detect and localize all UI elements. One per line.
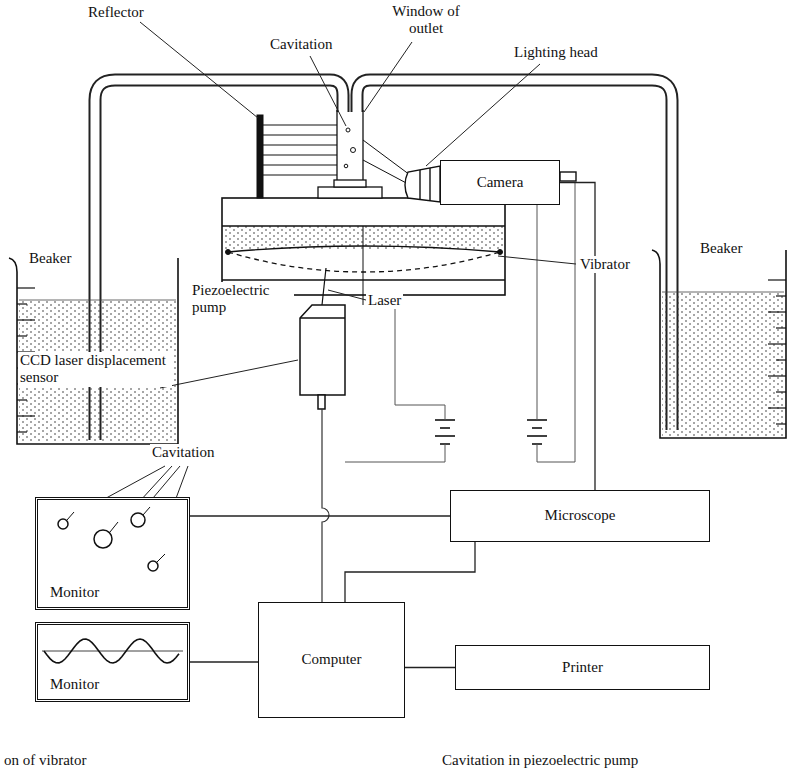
part-label: Vibrator: [578, 256, 632, 273]
signal-cable: [190, 515, 450, 516]
laser-sensor: [300, 268, 345, 409]
power-wire: [345, 181, 575, 462]
beaker: Beaker: [5, 240, 190, 450]
node-label: Monitor: [48, 584, 101, 601]
node-label: Microscope: [545, 507, 616, 524]
part-label: Window of outlet: [384, 3, 468, 38]
node-label: Beaker: [27, 250, 73, 267]
beaker-outline: [648, 232, 798, 444]
part-label: Lighting head: [512, 44, 600, 61]
tube: [95, 80, 672, 440]
signal-cable: [405, 667, 455, 668]
monitor-screen: Monitor: [35, 622, 190, 702]
piezoelectric-pump: [222, 110, 505, 305]
node-label: Computer: [302, 651, 362, 668]
camera-body: Camera: [440, 160, 560, 205]
part-label: Cavitation: [150, 444, 217, 461]
microscope-box: Microscope: [450, 490, 710, 542]
caption-text: on of vibrator: [2, 752, 88, 769]
part-label: Cavitation: [268, 36, 335, 53]
node-label: Camera: [477, 174, 524, 191]
printer-box: Printer: [455, 645, 710, 690]
beaker: Beaker: [648, 232, 798, 444]
monitor-screen: Monitor: [35, 497, 190, 610]
node-label: Monitor: [48, 676, 101, 693]
beaker-outline: [5, 240, 190, 450]
part-label: Laser: [366, 292, 403, 309]
signal-cable: [190, 661, 258, 662]
signal-cable: [345, 542, 475, 602]
part-label: Piezoelectric pump: [190, 282, 294, 317]
leader-line: [64, 22, 576, 563]
computer-box: Computer: [258, 602, 405, 718]
signal-cable: [560, 183, 595, 491]
node-label: Beaker: [698, 240, 744, 257]
caption-text: Cavitation in piezoelectric pump: [440, 752, 640, 769]
battery-symbol: [435, 420, 547, 444]
part-label: Reflector: [86, 4, 146, 21]
node-label: Printer: [562, 659, 603, 676]
sensor-cable: [322, 409, 329, 602]
part-label: CCD laser displacement sensor: [18, 352, 172, 387]
